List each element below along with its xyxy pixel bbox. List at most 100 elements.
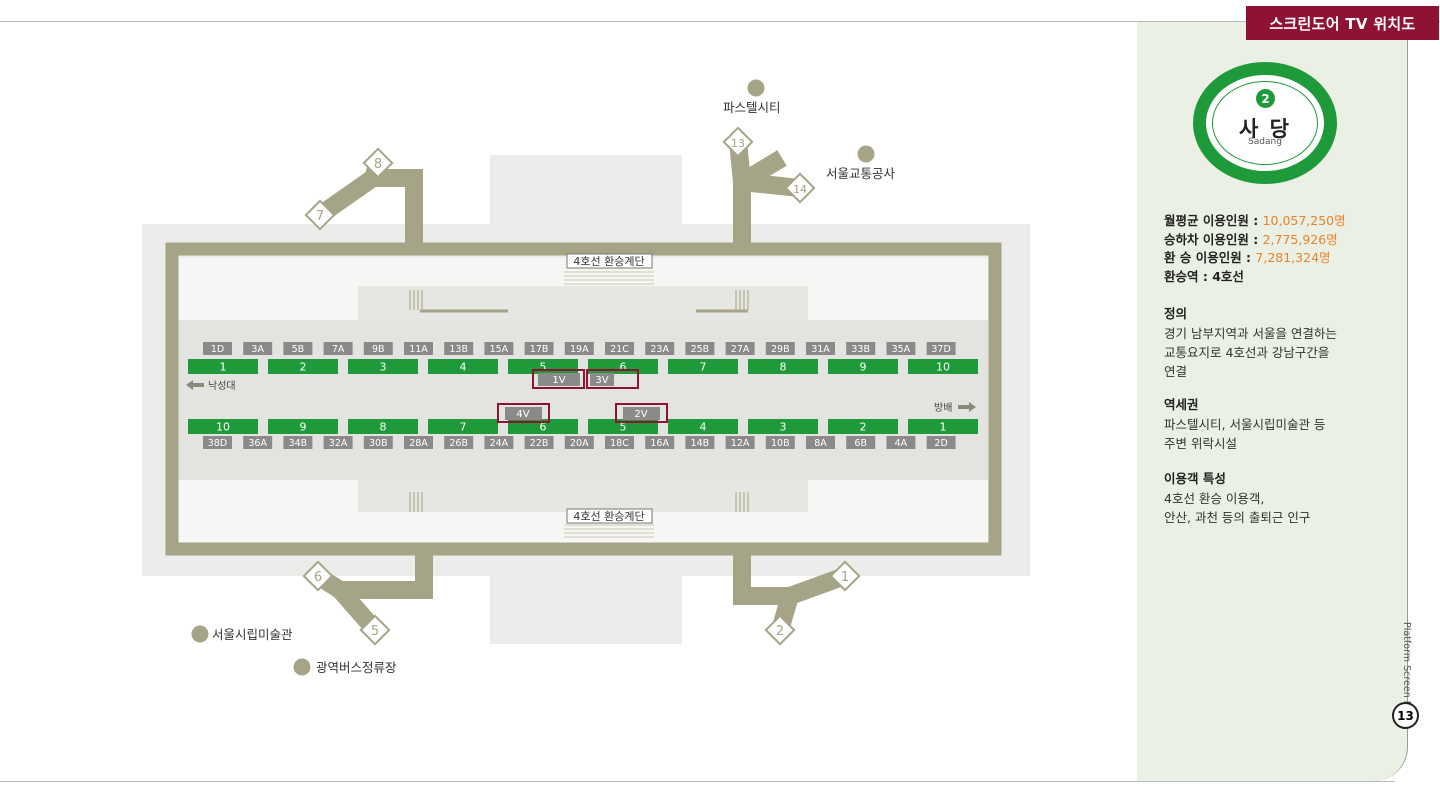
car-number: 8 (748, 359, 818, 374)
tv-marker-2v: 2V (615, 403, 668, 423)
svg-text:27A: 27A (731, 344, 750, 355)
svg-text:8A: 8A (814, 438, 827, 449)
svg-text:11A: 11A (409, 344, 428, 355)
door-label: 22B (524, 436, 554, 449)
door-label: 17B (524, 342, 554, 355)
door-label: 32A (323, 436, 353, 449)
svg-text:14B: 14B (691, 438, 710, 449)
svg-text:8: 8 (380, 421, 387, 434)
landmark-pastel-city: 파스텔시티 (723, 100, 781, 115)
door-label: 5B (283, 342, 313, 355)
door-label: 38D (203, 436, 232, 449)
svg-text:6: 6 (620, 361, 627, 374)
svg-text:34B: 34B (289, 438, 308, 449)
stat-transfer: 환 승 이용인원 : 7,281,324명 (1164, 250, 1331, 265)
svg-text:26B: 26B (449, 438, 468, 449)
car-number: 3 (748, 419, 818, 434)
landmark-dot (857, 145, 875, 163)
side-caption: Platform Screen Door (1401, 622, 1412, 724)
direction-right: 방배 (934, 402, 952, 414)
station-name-en: Sadang (1248, 137, 1282, 147)
door-label: 33B (846, 342, 876, 355)
door-label: 37D (926, 342, 956, 355)
line-number-badge: 2 (1256, 89, 1275, 108)
top-car-row: 1 2 3 4 5 6 7 8 9 10 (188, 359, 978, 374)
car-number: 2 (268, 359, 338, 374)
door-label: 10B (765, 436, 795, 449)
car-number: 8 (348, 419, 418, 434)
section-users: 이용객 특성 4호선 환승 이용객, 안산, 과천 등의 출퇴근 인구 (1164, 471, 1311, 525)
svg-text:3: 3 (380, 361, 387, 374)
section-area: 역세권 파스텔시티, 서울시립미술관 등 주변 위락시설 (1164, 397, 1326, 451)
svg-text:33B: 33B (851, 344, 870, 355)
door-label: 7A (323, 342, 353, 355)
svg-text:5B: 5B (292, 344, 305, 355)
landmark-bus-stop: 광역버스정류장 (316, 660, 397, 675)
svg-text:3A: 3A (251, 344, 264, 355)
bottom-rule (0, 781, 1395, 782)
svg-text:12A: 12A (731, 438, 750, 449)
door-label: 18C (605, 436, 634, 449)
door-label: 14B (685, 436, 715, 449)
svg-text:28A: 28A (409, 438, 428, 449)
stat-boarding: 승하차 이용인원 : 2,775,926명 (1164, 231, 1338, 247)
tv-marker-3v: 3V (586, 369, 639, 389)
tv-marker-1v: 1V (532, 369, 585, 389)
station-name: 사 당 (1239, 117, 1291, 141)
landmark-seoul-metro: 서울교통공사 (826, 166, 896, 181)
svg-text:1D: 1D (211, 344, 224, 355)
usage-stats: 월평균 이용인원 : 10,057,250명 승하차 이용인원 : 2,775,… (1164, 212, 1346, 286)
svg-text:6: 6 (314, 570, 322, 585)
car-number: 3 (348, 359, 418, 374)
svg-text:5: 5 (540, 361, 547, 374)
svg-text:6: 6 (540, 421, 547, 434)
exit-8: 8 (362, 147, 394, 179)
exit-13: 13 (722, 126, 754, 158)
car-number: 6 (588, 359, 658, 374)
svg-text:5: 5 (620, 421, 627, 434)
exit-14: 14 (784, 172, 816, 204)
landmark-dot (747, 79, 765, 97)
svg-text:1: 1 (940, 421, 947, 434)
door-label: 23A (645, 342, 675, 355)
transfer-stairs-bottom: 4호선 환승계단 (573, 510, 644, 523)
door-label: 6B (846, 436, 876, 449)
svg-text:10: 10 (216, 421, 230, 434)
stat-monthly: 월평균 이용인원 : 10,057,250명 (1164, 213, 1346, 228)
svg-text:9: 9 (860, 361, 867, 374)
svg-text:14: 14 (793, 183, 807, 196)
door-label: 26B (444, 436, 474, 449)
door-label: 24A (484, 436, 514, 449)
car-number: 9 (828, 359, 898, 374)
door-label: 28A (404, 436, 433, 449)
svg-text:2: 2 (776, 624, 784, 639)
svg-text:30B: 30B (369, 438, 388, 449)
exit-7: 7 (304, 199, 336, 231)
svg-text:7: 7 (460, 421, 467, 434)
svg-text:18C: 18C (610, 438, 629, 449)
svg-text:22B: 22B (530, 438, 549, 449)
exit-6: 6 (302, 560, 334, 592)
car-number: 7 (428, 419, 498, 434)
svg-text:9B: 9B (372, 344, 385, 355)
svg-text:13: 13 (731, 137, 745, 150)
svg-text:7: 7 (700, 361, 707, 374)
page-banner: 스크린도어 TV 위치도 (1246, 6, 1439, 40)
svg-text:4V: 4V (516, 409, 529, 420)
svg-text:1: 1 (220, 361, 227, 374)
svg-text:2D: 2D (934, 438, 947, 449)
door-label: 36A (243, 436, 273, 449)
svg-text:4: 4 (460, 361, 467, 374)
svg-text:6B: 6B (854, 438, 867, 449)
svg-text:20A: 20A (570, 438, 589, 449)
door-label: 31A (806, 342, 835, 355)
door-label: 20A (564, 436, 594, 449)
car-number: 1 (188, 359, 258, 374)
door-label: 16A (645, 436, 675, 449)
car-number: 10 (908, 359, 978, 374)
stat-transfer-line: 환승역 : 4호선 (1164, 268, 1244, 284)
door-label: 3A (243, 342, 273, 355)
svg-text:32A: 32A (329, 438, 348, 449)
page-number: 13 (1392, 702, 1419, 729)
